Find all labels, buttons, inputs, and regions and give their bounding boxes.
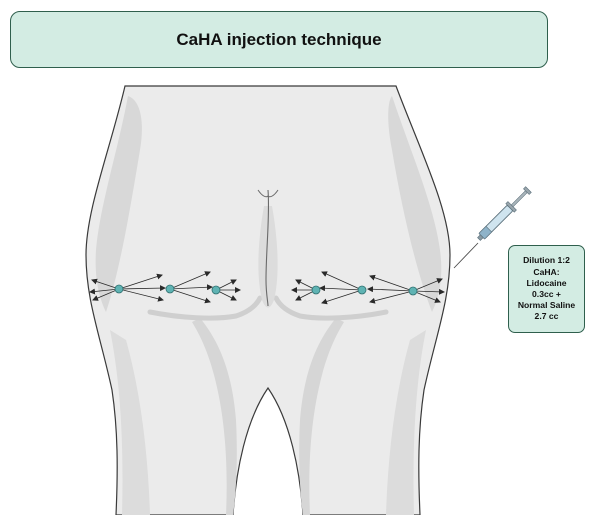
dilution-line-1: Dilution 1:2 [523,255,570,266]
dilution-line-3: Lidocaine [526,278,566,289]
injection-point-3 [212,286,220,294]
injection-point-5 [358,286,366,294]
dilution-line-2: CaHA: [533,267,559,278]
dilution-line-6: 2.7 cc [535,311,559,322]
dilution-info-box: Dilution 1:2 CaHA: Lidocaine 0.3cc + Nor… [508,245,585,333]
dilution-line-5: Normal Saline [518,300,575,311]
dilution-line-4: 0.3cc + [532,289,561,300]
injection-point-4 [312,286,320,294]
injection-point-1 [115,285,123,293]
injection-point-6 [409,287,417,295]
injection-point-2 [166,285,174,293]
